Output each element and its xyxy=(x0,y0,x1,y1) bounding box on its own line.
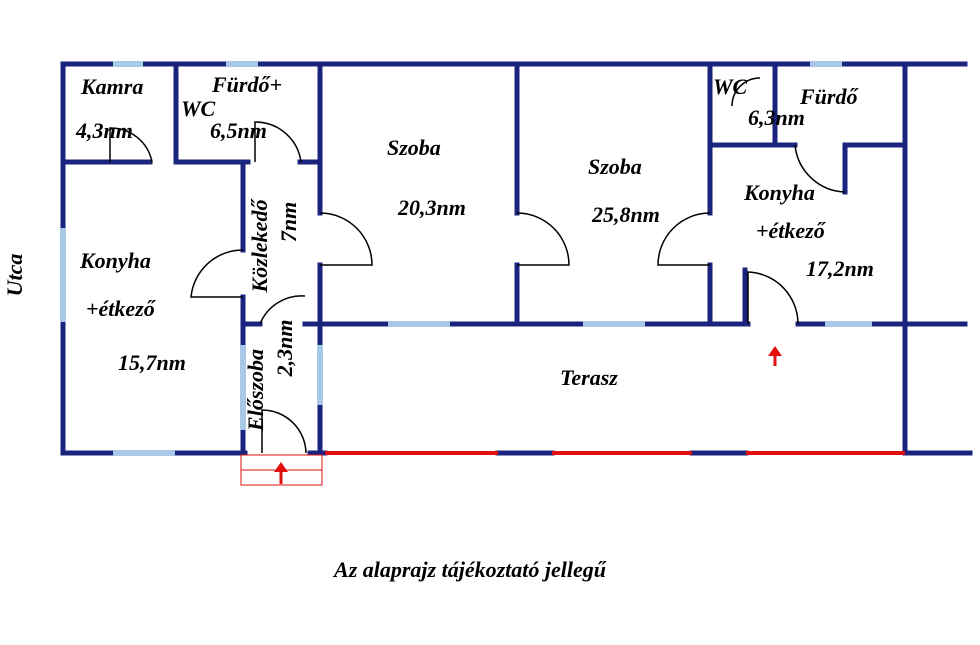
furdo-wc-area: 6,5nm xyxy=(210,118,267,143)
konyha-right-name-1: Konyha xyxy=(743,180,815,205)
entrance-markers xyxy=(240,346,782,486)
wc-name: WC xyxy=(713,74,748,99)
konyha-left-name-2: +étkező xyxy=(86,296,157,321)
furdo2-area: 6,3nm xyxy=(748,105,805,130)
kamra-area: 4,3nm xyxy=(75,118,133,143)
szoba1-name: Szoba xyxy=(387,135,441,160)
street-label: Utca xyxy=(2,254,27,297)
terasz-name: Terasz xyxy=(560,365,618,390)
konyha-left-area: 15,7nm xyxy=(118,350,186,375)
furdo-wc-name-1: Fürdő+ xyxy=(211,72,282,97)
konyha-right-name-2: +étkező xyxy=(756,218,827,243)
furdo2-name: Fürdő xyxy=(799,84,859,109)
eloszoba-area: 2,3nm xyxy=(272,320,297,378)
furdo-wc-name-2: WC xyxy=(181,96,216,121)
kozlekedo-area: 7nm xyxy=(276,202,301,242)
szoba2-area: 25,8nm xyxy=(591,202,660,227)
kozlekedo-name: Közlekedő xyxy=(247,198,272,294)
konyha-left-name-1: Konyha xyxy=(79,248,151,273)
doors xyxy=(109,77,846,454)
eloszoba-name: Előszoba xyxy=(243,349,268,432)
szoba1-area: 20,3nm xyxy=(397,195,466,220)
szoba2-name: Szoba xyxy=(588,154,642,179)
konyha-right-area: 17,2nm xyxy=(806,256,874,281)
disclaimer: Az alaprajz tájékoztató jellegű xyxy=(332,557,607,582)
kamra-name: Kamra xyxy=(80,74,143,99)
windows xyxy=(60,61,872,456)
